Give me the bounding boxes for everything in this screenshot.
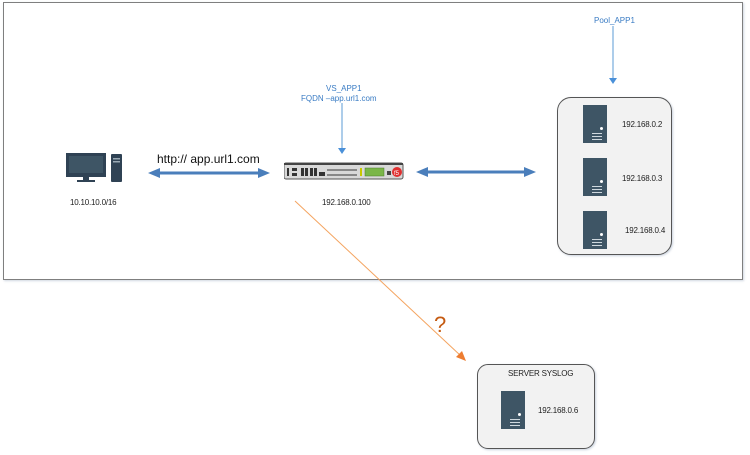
syslog-question-arrow — [294, 200, 466, 361]
question-mark-label: ? — [434, 312, 447, 337]
syslog-container: SERVER SYSLOG — [477, 364, 595, 449]
f5-ip-label: 192.168.0.100 — [322, 198, 371, 207]
client-f5-link-arrow — [148, 168, 270, 178]
f5-load-balancer-icon: f5 — [284, 162, 404, 180]
vs-name-label: VS_APP1 — [326, 84, 362, 93]
pool-container — [557, 97, 672, 255]
f5-pool-link-arrow — [416, 167, 536, 177]
http-url-label: http:// app.url1.com — [157, 152, 260, 166]
svg-text:f5: f5 — [394, 171, 400, 177]
pool-member-ip: 192.168.0.2 — [622, 120, 663, 129]
syslog-title: SERVER SYSLOG — [508, 369, 574, 378]
server-icon — [583, 211, 607, 249]
server-icon — [583, 105, 607, 143]
server-icon — [583, 158, 607, 196]
vs-fqdn-label: FQDN –app.url1.com — [301, 94, 377, 103]
desktop-computer-icon — [66, 153, 122, 182]
server-icon — [501, 391, 525, 429]
pool-member-ip: 192.168.0.4 — [625, 226, 666, 235]
pool-member-ip: 192.168.0.3 — [622, 174, 663, 183]
pool-pointer-arrow — [609, 26, 617, 84]
client-subnet-label: 10.10.10.0/16 — [70, 198, 117, 207]
syslog-ip-label: 192.168.0.6 — [538, 406, 579, 415]
vs-pointer-arrow — [338, 103, 346, 154]
pool-name-label: Pool_APP1 — [594, 16, 635, 25]
